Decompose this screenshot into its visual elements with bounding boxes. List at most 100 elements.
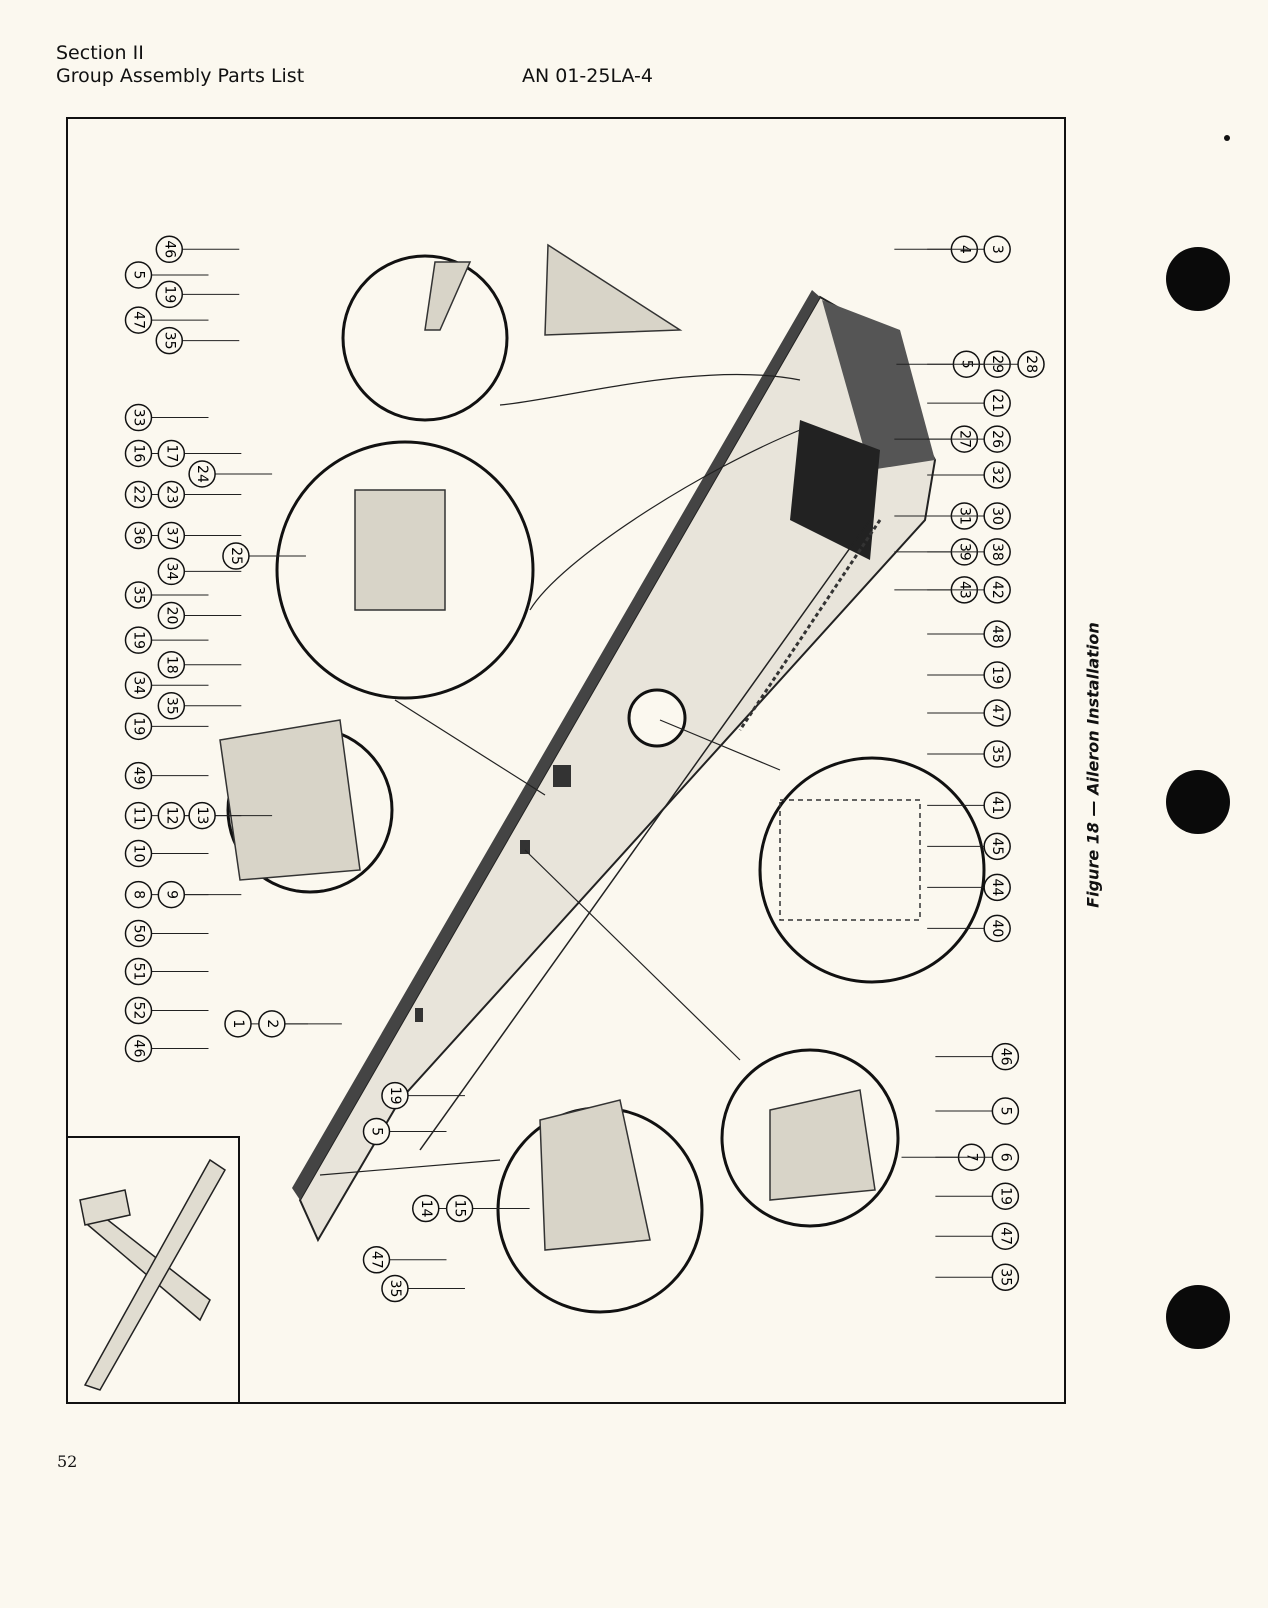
callout-26: 26 bbox=[927, 425, 1011, 453]
svg-text:50: 50 bbox=[130, 925, 146, 943]
svg-text:2: 2 bbox=[264, 1019, 280, 1028]
svg-text:14: 14 bbox=[418, 1200, 434, 1218]
aircraft-icon bbox=[79, 1158, 226, 1391]
callout-9: 9 bbox=[157, 880, 242, 909]
callout-40: 40 bbox=[927, 914, 1011, 943]
leader-lines bbox=[319, 373, 806, 1176]
svg-text:19: 19 bbox=[997, 1187, 1013, 1205]
callout-17: 17 bbox=[157, 439, 242, 468]
callout-52: 52 bbox=[124, 996, 209, 1025]
svg-text:15: 15 bbox=[452, 1200, 468, 1218]
callout-38: 38 bbox=[927, 538, 1011, 566]
callout-33: 33 bbox=[124, 403, 209, 432]
svg-text:40: 40 bbox=[989, 920, 1005, 938]
callout-27: 27 bbox=[894, 425, 979, 453]
callout-34: 34 bbox=[124, 671, 209, 700]
callout-3: 3 bbox=[927, 235, 1011, 264]
callout-41: 41 bbox=[927, 791, 1011, 820]
svg-text:45: 45 bbox=[989, 837, 1005, 855]
binder-hole bbox=[1166, 770, 1230, 834]
callout-37: 37 bbox=[157, 521, 242, 550]
svg-text:37: 37 bbox=[163, 527, 179, 545]
svg-text:19: 19 bbox=[130, 631, 146, 649]
callout-47: 47 bbox=[124, 306, 209, 334]
callout-19: 19 bbox=[927, 661, 1011, 689]
aileron-drawing bbox=[292, 290, 937, 1243]
svg-text:35: 35 bbox=[997, 1268, 1013, 1286]
callout-35: 35 bbox=[124, 581, 209, 609]
svg-text:1: 1 bbox=[230, 1019, 246, 1028]
svg-text:51: 51 bbox=[130, 963, 146, 981]
svg-text:21: 21 bbox=[989, 394, 1005, 412]
callout-18: 18 bbox=[157, 651, 242, 679]
callout-35: 35 bbox=[927, 740, 1011, 768]
callout-30: 30 bbox=[927, 502, 1011, 530]
callout-25: 25 bbox=[222, 542, 306, 570]
svg-text:42: 42 bbox=[989, 581, 1005, 599]
svg-text:18: 18 bbox=[163, 656, 179, 674]
callout-19: 19 bbox=[124, 626, 209, 654]
callout-5: 5 bbox=[935, 1097, 1020, 1125]
callout-51: 51 bbox=[124, 957, 209, 986]
svg-text:47: 47 bbox=[997, 1227, 1013, 1245]
document-number: AN 01-25LA-4 bbox=[522, 65, 654, 87]
svg-text:35: 35 bbox=[130, 586, 146, 604]
binder-hole bbox=[1166, 247, 1230, 311]
svg-text:34: 34 bbox=[163, 563, 179, 581]
svg-text:32: 32 bbox=[989, 466, 1005, 484]
svg-text:46: 46 bbox=[997, 1048, 1013, 1066]
svg-text:12: 12 bbox=[163, 807, 179, 825]
section-label: Section II bbox=[56, 42, 144, 64]
callout-35: 35 bbox=[935, 1263, 1020, 1291]
callout-6: 6 bbox=[935, 1143, 1020, 1171]
part-sketches bbox=[219, 243, 921, 1251]
callout-2: 2 bbox=[258, 1010, 342, 1038]
svg-text:36: 36 bbox=[130, 527, 146, 545]
svg-text:22: 22 bbox=[130, 486, 146, 504]
svg-text:23: 23 bbox=[163, 486, 179, 504]
svg-text:5: 5 bbox=[369, 1127, 385, 1136]
callout-13: 13 bbox=[188, 801, 273, 830]
figure-caption: Figure 18 — Aileron Installation bbox=[1083, 622, 1103, 908]
svg-text:9: 9 bbox=[163, 890, 179, 899]
svg-text:5: 5 bbox=[130, 270, 146, 279]
svg-text:47: 47 bbox=[989, 704, 1005, 722]
svg-text:16: 16 bbox=[130, 445, 146, 463]
callout-50: 50 bbox=[124, 919, 209, 948]
svg-text:19: 19 bbox=[161, 286, 177, 304]
callout-47: 47 bbox=[927, 699, 1011, 727]
svg-text:44: 44 bbox=[989, 878, 1005, 896]
svg-text:38: 38 bbox=[989, 543, 1005, 561]
svg-text:6: 6 bbox=[997, 1153, 1013, 1162]
callout-46: 46 bbox=[935, 1042, 1020, 1071]
svg-text:20: 20 bbox=[163, 607, 179, 625]
svg-text:10: 10 bbox=[130, 845, 146, 863]
callout-32: 32 bbox=[927, 461, 1011, 489]
svg-text:33: 33 bbox=[130, 409, 146, 427]
svg-text:35: 35 bbox=[161, 332, 177, 350]
svg-text:47: 47 bbox=[130, 311, 146, 329]
callout-19: 19 bbox=[381, 1081, 465, 1110]
svg-text:49: 49 bbox=[130, 767, 146, 785]
callout-48: 48 bbox=[927, 620, 1011, 648]
svg-text:24: 24 bbox=[194, 465, 210, 483]
svg-text:25: 25 bbox=[228, 547, 244, 565]
callout-15: 15 bbox=[445, 1194, 530, 1223]
callout-11: 11 bbox=[124, 801, 209, 830]
svg-text:48: 48 bbox=[989, 625, 1005, 643]
page-number: 52 bbox=[57, 1452, 78, 1471]
callout-24: 24 bbox=[188, 460, 273, 488]
svg-text:5: 5 bbox=[997, 1107, 1013, 1116]
svg-text:8: 8 bbox=[130, 890, 146, 899]
callout-28: 28 bbox=[961, 350, 1045, 378]
svg-text:3: 3 bbox=[989, 245, 1005, 254]
svg-text:46: 46 bbox=[130, 1040, 146, 1058]
callout-45: 45 bbox=[927, 832, 1011, 861]
callout-19: 19 bbox=[124, 712, 209, 741]
callout-20: 20 bbox=[157, 601, 242, 630]
svg-text:28: 28 bbox=[1023, 355, 1039, 373]
callout-42: 42 bbox=[927, 576, 1011, 604]
callout-19: 19 bbox=[155, 280, 240, 309]
svg-text:41: 41 bbox=[989, 796, 1005, 814]
